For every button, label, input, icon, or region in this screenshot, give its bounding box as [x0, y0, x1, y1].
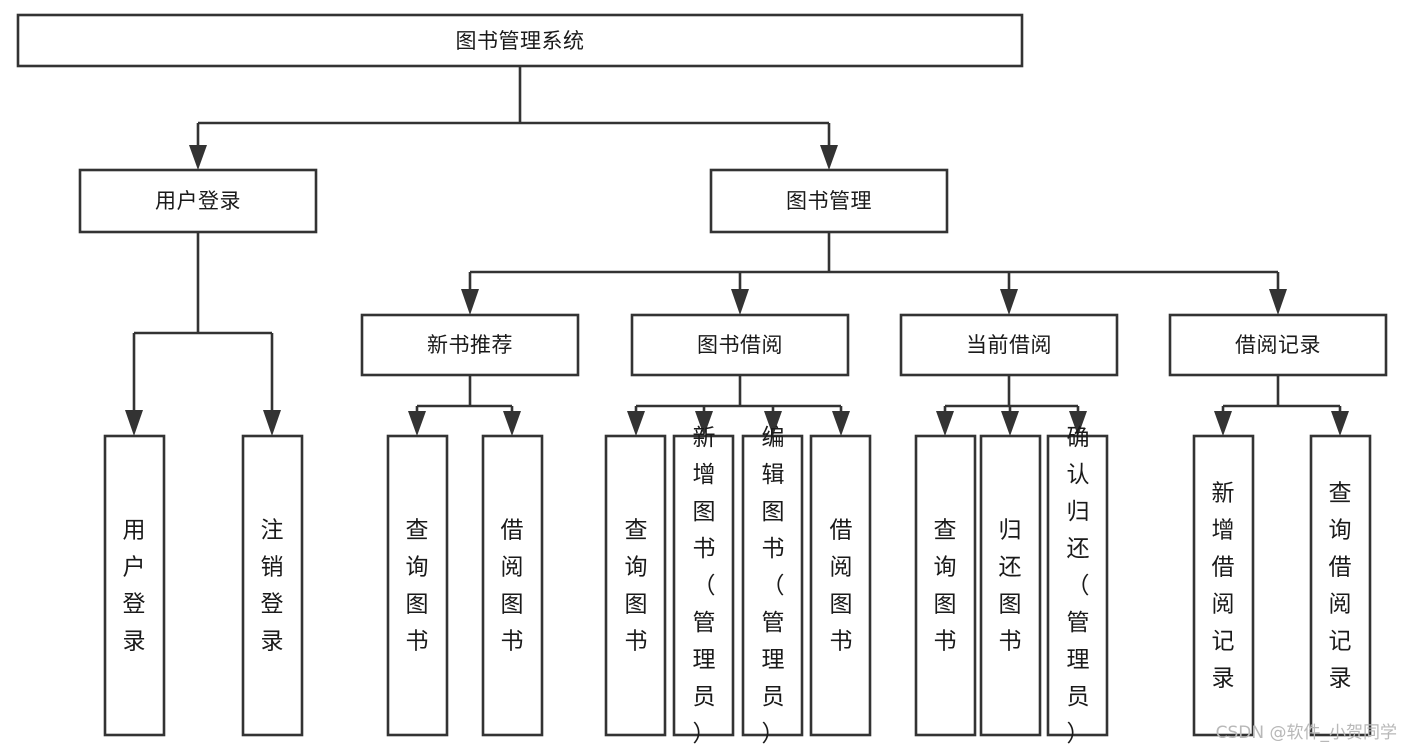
leaf-book-borrow-2-label: 新增图书（管理员） — [693, 425, 716, 747]
arrow-to-current-borrow — [1000, 289, 1018, 315]
node-current-borrow-label: 当前借阅 — [966, 333, 1052, 357]
node-book-manage-label: 图书管理 — [786, 189, 872, 213]
leaf-new-book-2[interactable]: 借阅图书 — [481, 434, 544, 737]
leaf-new-book-1-box[interactable] — [386, 434, 449, 737]
leaf-current-borrow-1[interactable]: 查询图书 — [914, 434, 977, 737]
node-user-login-label: 用户登录 — [155, 189, 241, 213]
node-new-book-recommend-box[interactable] — [360, 313, 580, 377]
leaf-current-borrow-3-box[interactable] — [1046, 434, 1109, 737]
node-user-login[interactable]: 用户登录 — [78, 168, 318, 234]
node-borrow-record-label: 借阅记录 — [1235, 333, 1321, 357]
node-current-borrow-box[interactable] — [899, 313, 1119, 377]
node-book-manage[interactable]: 图书管理 — [709, 168, 949, 234]
leaf-current-borrow-1-label: 查询图书 — [934, 518, 957, 655]
leaf-book-borrow-2-box[interactable] — [672, 434, 735, 737]
node-borrow-record[interactable]: 借阅记录 — [1168, 313, 1388, 377]
arrow-to-user-login — [189, 145, 207, 170]
arrow-leaf-borrow-record-2 — [1331, 411, 1349, 436]
leaf-book-borrow-2[interactable]: 新增图书（管理员） — [672, 425, 735, 747]
node-book-borrow-label: 图书借阅 — [697, 333, 783, 357]
arrow-to-new-book-recommend — [461, 289, 479, 315]
leaf-borrow-record-1-box[interactable] — [1192, 434, 1255, 737]
arrow-leaf-current-borrow-1 — [936, 411, 954, 436]
arrow-leaf-current-borrow-3 — [1069, 411, 1087, 436]
arrow-to-book-manage — [820, 145, 838, 170]
arrow-leaf-current-borrow-2 — [1001, 411, 1019, 436]
leaf-borrow-record-1[interactable]: 新增借阅记录 — [1192, 434, 1255, 737]
leaf-borrow-record-2-label: 查询借阅记录 — [1329, 481, 1352, 692]
node-root-box[interactable] — [16, 13, 1024, 68]
leaf-book-borrow-4[interactable]: 借阅图书 — [809, 434, 872, 737]
node-book-borrow-box[interactable] — [630, 313, 850, 377]
leaf-new-book-1-label: 查询图书 — [406, 518, 429, 655]
leaf-new-book-2-box[interactable] — [481, 434, 544, 737]
leaf-book-borrow-1-label: 查询图书 — [625, 518, 648, 655]
leaf-book-borrow-4-label: 借阅图书 — [830, 518, 853, 655]
leaf-current-borrow-2-box[interactable] — [979, 434, 1042, 737]
node-current-borrow[interactable]: 当前借阅 — [899, 313, 1119, 377]
leaf-user-login-1-label: 用户登录 — [123, 518, 146, 655]
node-root[interactable]: 图书管理系统 — [16, 13, 1024, 68]
leaf-user-login-2[interactable]: 注销登录 — [241, 434, 304, 737]
leaf-book-borrow-4-box[interactable] — [809, 434, 872, 737]
arrow-to-borrow-record — [1269, 289, 1287, 315]
arrow-leaf-book-borrow-3 — [764, 411, 782, 436]
node-new-book-recommend-label: 新书推荐 — [427, 333, 513, 357]
leaf-book-borrow-3-box[interactable] — [741, 434, 804, 737]
leaf-book-borrow-3-label: 编辑图书（管理员） — [762, 425, 785, 747]
leaf-current-borrow-3-label: 确认归还（管理员） — [1067, 425, 1090, 747]
leaf-borrow-record-1-label: 新增借阅记录 — [1212, 481, 1235, 692]
arrow-leaf-book-borrow-1 — [627, 411, 645, 436]
arrow-leaf-new-book-1 — [408, 411, 426, 436]
leaf-new-book-1[interactable]: 查询图书 — [386, 434, 449, 737]
leaf-book-borrow-1-box[interactable] — [604, 434, 667, 737]
node-user-login-box[interactable] — [78, 168, 318, 234]
leaf-current-borrow-3[interactable]: 确认归还（管理员） — [1046, 425, 1109, 747]
leaf-borrow-record-2-box[interactable] — [1309, 434, 1372, 737]
arrow-leaf-borrow-record-1 — [1214, 411, 1232, 436]
leaf-user-login-2-box[interactable] — [241, 434, 304, 737]
arrow-leaf-book-borrow-2 — [695, 411, 713, 436]
arrow-leaf-user-login-1 — [125, 410, 143, 436]
node-root-label: 图书管理系统 — [456, 29, 585, 53]
leaf-book-borrow-3[interactable]: 编辑图书（管理员） — [741, 425, 804, 747]
leaf-borrow-record-2[interactable]: 查询借阅记录 — [1309, 434, 1372, 737]
arrow-to-book-borrow — [731, 289, 749, 315]
leaf-book-borrow-1[interactable]: 查询图书 — [604, 434, 667, 737]
connector-layer — [125, 66, 1349, 436]
leaf-new-book-2-label: 借阅图书 — [501, 518, 524, 655]
leaf-current-borrow-2[interactable]: 归还图书 — [979, 434, 1042, 737]
leaf-current-borrow-1-box[interactable] — [914, 434, 977, 737]
arrow-leaf-new-book-2 — [503, 411, 521, 436]
leaf-user-login-1[interactable]: 用户登录 — [103, 434, 166, 737]
leaf-user-login-2-label: 注销登录 — [261, 518, 284, 655]
node-borrow-record-box[interactable] — [1168, 313, 1388, 377]
node-book-borrow[interactable]: 图书借阅 — [630, 313, 850, 377]
leaf-current-borrow-2-label: 归还图书 — [999, 518, 1022, 655]
node-book-manage-box[interactable] — [709, 168, 949, 234]
arrow-leaf-book-borrow-4 — [832, 411, 850, 436]
arrow-leaf-user-login-2 — [263, 410, 281, 436]
node-new-book-recommend[interactable]: 新书推荐 — [360, 313, 580, 377]
leaf-user-login-1-box[interactable] — [103, 434, 166, 737]
